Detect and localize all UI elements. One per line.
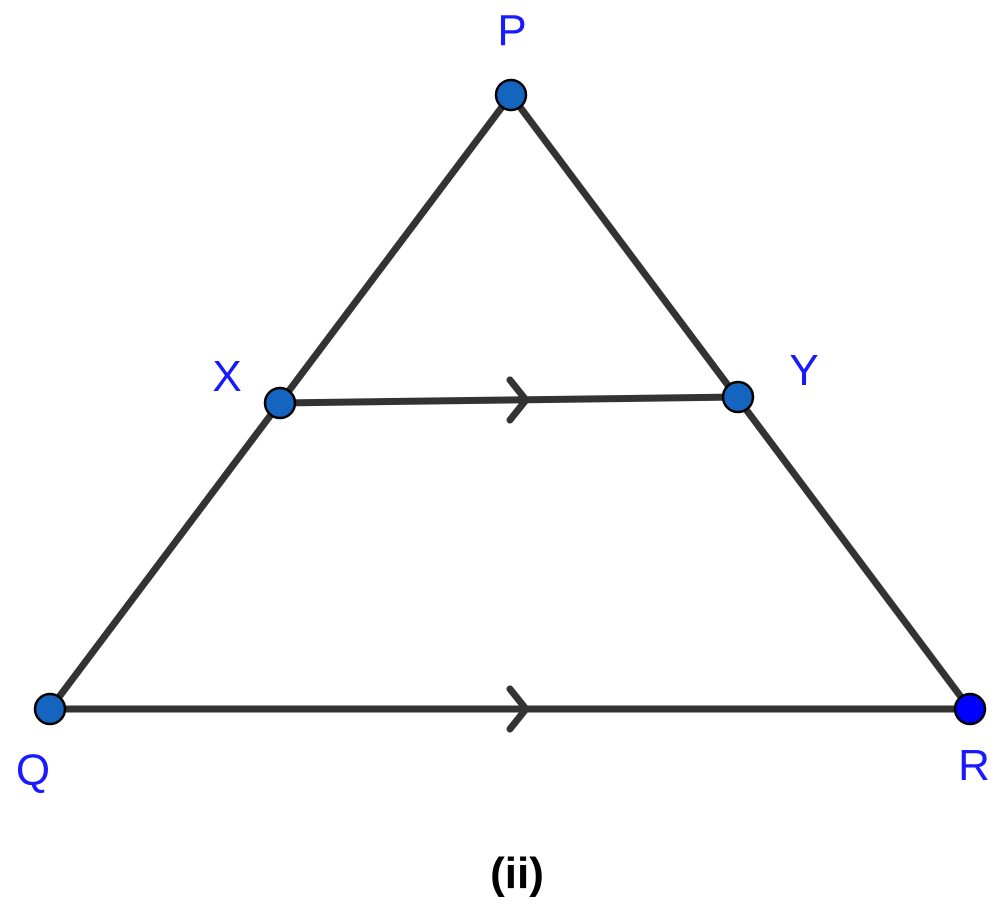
label-p: P xyxy=(497,6,526,55)
label-x: X xyxy=(212,352,241,401)
point-p xyxy=(494,78,528,112)
segment-xy xyxy=(276,393,742,407)
point-y xyxy=(721,380,755,414)
parallel-arrow-xy xyxy=(506,376,530,424)
figure-caption: (ii) xyxy=(490,849,544,898)
parallel-arrow-qr xyxy=(506,685,530,733)
label-q: Q xyxy=(16,746,50,795)
point-q xyxy=(33,692,67,726)
label-r: R xyxy=(958,741,990,790)
point-x xyxy=(263,386,297,420)
point-r xyxy=(953,692,987,726)
label-y: Y xyxy=(789,346,818,395)
